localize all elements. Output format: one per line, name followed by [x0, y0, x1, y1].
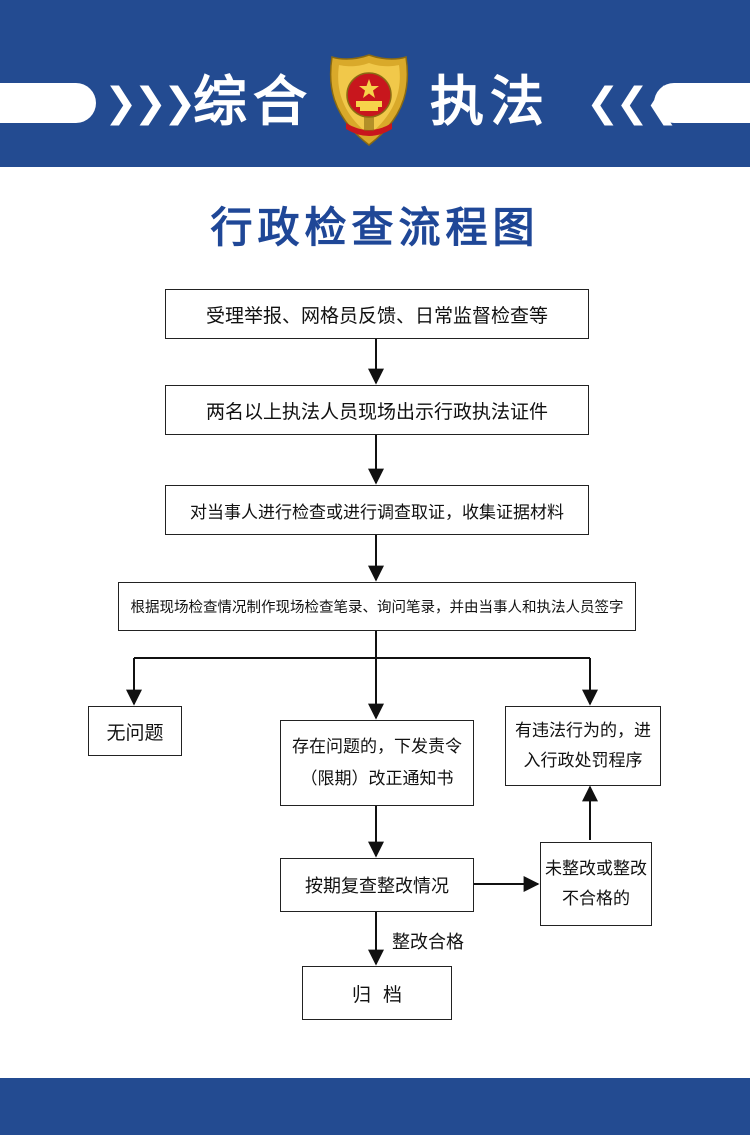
step-inspect-collect: 对当事人进行检查或进行调查取证，收集证据材料	[165, 485, 589, 535]
police-emblem-icon	[329, 54, 409, 146]
step-accept-report-text: 受理举报、网格员反馈、日常监督检查等	[205, 304, 548, 327]
step-make-records: 根据现场检查情况制作现场检查笔录、询问笔录，并由当事人和执法人员签字	[118, 582, 636, 631]
header-title-left: 综合	[193, 70, 313, 133]
step-penalty-procedure-line2: 入行政处罚程序	[523, 751, 643, 771]
chevron-left-icon: ❮❮❮	[586, 80, 679, 126]
header-title-right: 执法	[430, 70, 550, 133]
step-inspect-collect-text: 对当事人进行检查或进行调查取证，收集证据材料	[190, 502, 564, 523]
step-show-credentials-text: 两名以上执法人员现场出示行政执法证件	[205, 400, 548, 423]
header-stripe-left	[0, 83, 96, 123]
step-not-rectified: 未整改或整改 不合格的	[540, 842, 652, 926]
step-recheck: 按期复查整改情况	[280, 858, 474, 912]
step-no-issue-text: 无问题	[106, 721, 164, 744]
bottom-banner	[0, 1078, 750, 1135]
step-not-rectified-line1: 未整改或整改	[545, 859, 647, 879]
step-issue-notice-line1: 存在问题的，下发责令	[292, 737, 462, 757]
step-issue-notice-line2: （限期）改正通知书	[300, 769, 454, 789]
step-not-rectified-line2: 不合格的	[562, 889, 630, 909]
step-archive: 归 档	[302, 966, 452, 1020]
chevron-right-icon: ❯❯❯	[104, 80, 197, 126]
step-penalty-procedure-line1: 有违法行为的，进	[515, 721, 651, 741]
header-stripe-right	[654, 83, 750, 123]
step-make-records-text: 根据现场检查情况制作现场检查笔录、询问笔录，并由当事人和执法人员签字	[130, 600, 624, 616]
step-accept-report: 受理举报、网格员反馈、日常监督检查等	[165, 289, 589, 339]
page-title: 行政检查流程图	[210, 203, 540, 252]
step-show-credentials: 两名以上执法人员现场出示行政执法证件	[165, 385, 589, 435]
step-penalty-procedure: 有违法行为的，进 入行政处罚程序	[505, 706, 661, 786]
step-issue-notice: 存在问题的，下发责令 （限期）改正通知书	[280, 720, 474, 806]
step-archive-text: 归 档	[351, 983, 403, 1006]
label-rectified-ok: 整改合格	[392, 932, 464, 953]
step-recheck-text: 按期复查整改情况	[305, 876, 449, 897]
step-no-issue: 无问题	[88, 706, 182, 756]
